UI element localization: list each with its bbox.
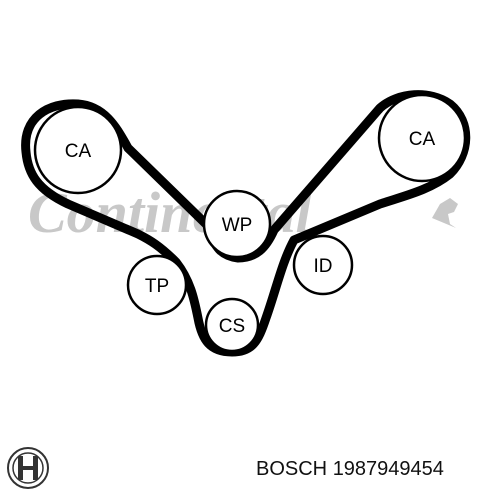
watermark-horse-icon [432, 198, 458, 228]
pulley-cs: CS [204, 297, 260, 353]
pulley-label: WP [222, 215, 253, 236]
pulley-wp: WP [202, 189, 272, 259]
pulley-label: TP [145, 276, 169, 297]
pulley-label: ID [314, 256, 333, 277]
pulley-ca-right: CA [377, 93, 467, 183]
pulley-label: CA [409, 129, 436, 150]
pulley-label: CS [219, 316, 245, 337]
pulley-circle [377, 93, 467, 183]
pulley-label: CA [65, 141, 92, 162]
brand-name: BOSCH [256, 458, 328, 480]
bosch-armature-logo-icon [7, 447, 49, 489]
pulley-circle [292, 234, 354, 296]
pulley-ca-left: CA [33, 105, 123, 195]
pulley-id: ID [292, 234, 354, 296]
part-number: 1987949454 [332, 458, 444, 480]
pulley-tp: TP [126, 254, 188, 316]
pulley-circle [202, 189, 272, 259]
pulley-circle [204, 297, 260, 353]
pulley-circle [33, 105, 123, 195]
pulley-circle [126, 254, 188, 316]
product-caption: BOSCH 1987949454 [256, 458, 444, 481]
